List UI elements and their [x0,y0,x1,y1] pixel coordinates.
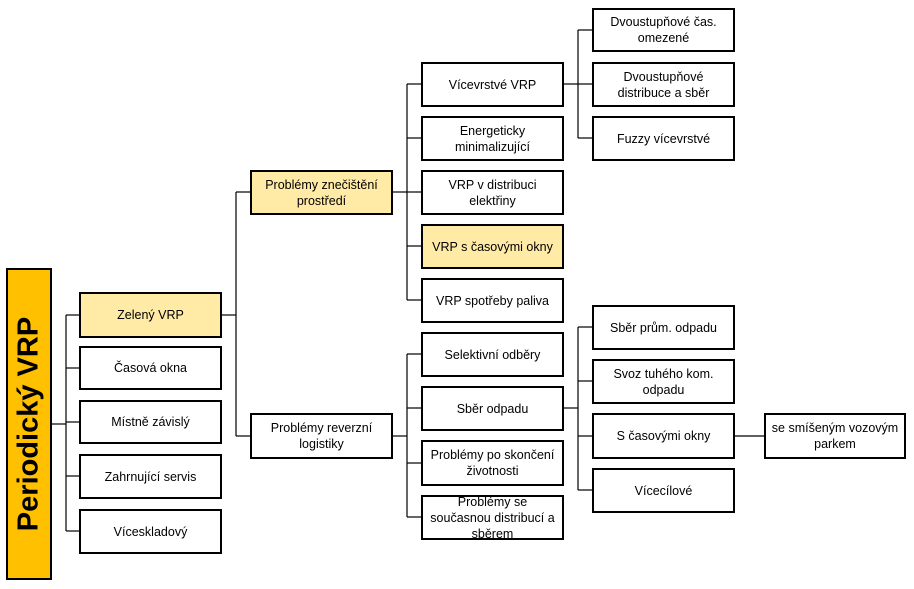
node-waste-collection: Sběr odpadu [421,386,564,431]
node-reverse-logistics: Problémy reverzní logistiky [250,413,393,459]
node-multi-depot: Víceskladový [79,509,222,554]
node-multi-objective: Vícecílové [592,468,735,513]
node-selective-pickups: Selektivní odběry [421,332,564,377]
node-pollution-problems: Problémy znečištění prostředí [250,170,393,215]
node-energy-minimizing: Energeticky minimalizující [421,116,564,161]
node-two-stage-distribution-collection: Dvoustupňové distribuce a sběr [592,62,735,107]
node-solid-municipal-waste: Svoz tuhého kom. odpadu [592,359,735,404]
root-node-label: Periodický VRP [12,316,45,532]
node-two-stage-time-limited: Dvoustupňové čas. omezené [592,8,735,52]
node-electricity-distribution: VRP v distribuci elektřiny [421,170,564,215]
node-fuzzy-multilayer: Fuzzy vícevrstvé [592,116,735,161]
node-mixed-fleet: se smíšeným vozovým parkem [764,413,906,459]
node-green-vrp: Zelený VRP [79,292,222,338]
root-node-periodic-vrp: Periodický VRP [6,268,52,580]
node-multilayer-vrp: Vícevrstvé VRP [421,62,564,107]
node-industrial-waste: Sběr prům. odpadu [592,305,735,350]
node-waste-time-windows: S časovými okny [592,413,735,459]
node-location-dependent: Místně závislý [79,400,222,444]
node-including-service: Zahrnující servis [79,454,222,499]
node-end-of-life: Problémy po skončení životnosti [421,440,564,486]
node-time-windows: Časová okna [79,346,222,390]
node-fuel-consumption: VRP spotřeby paliva [421,278,564,323]
node-vrp-time-windows: VRP s časovými okny [421,224,564,269]
node-simultaneous-distribution-collection: Problémy se současnou distribucí a sběre… [421,495,564,541]
